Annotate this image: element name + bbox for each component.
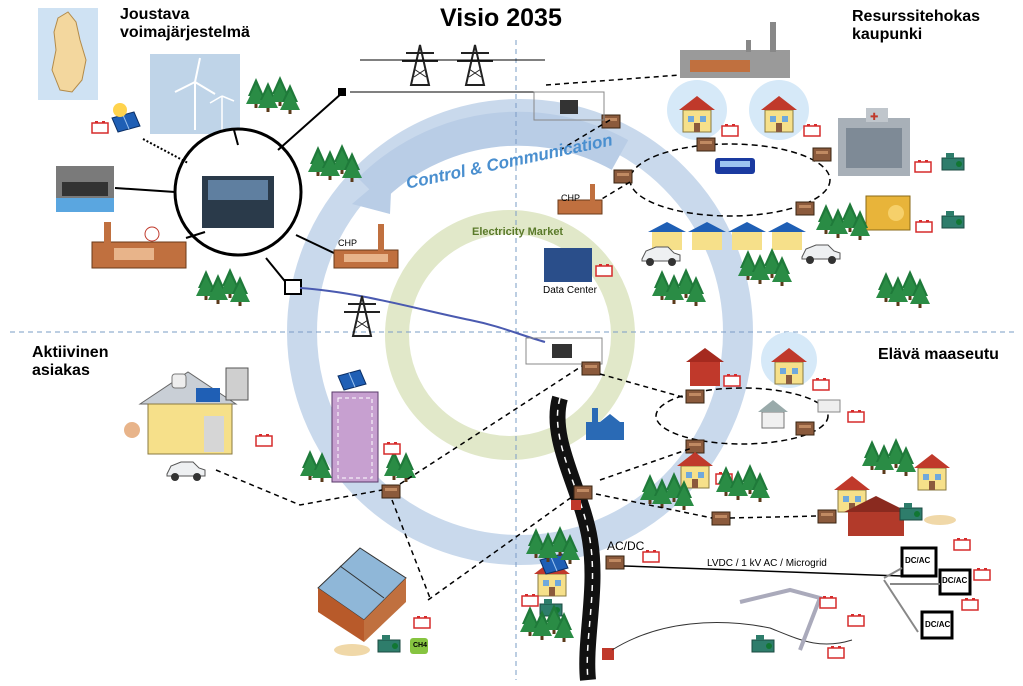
person-icon <box>124 422 140 438</box>
red-house <box>686 348 724 386</box>
electric-bus <box>715 158 755 174</box>
forest-tr-3 <box>876 270 930 308</box>
rural-network <box>655 387 829 445</box>
battery-acdc <box>642 549 660 563</box>
market-houses <box>648 222 806 250</box>
forest-tl-2 <box>196 268 250 306</box>
dcac-box-1 <box>900 546 938 578</box>
acdc-label: AC/DC <box>607 539 645 553</box>
battery-tr-1 <box>721 123 739 137</box>
finland-map <box>38 8 98 100</box>
charging-point-2 <box>602 648 614 660</box>
ch4-label: CH4 <box>413 642 428 649</box>
dcac-box-3 <box>920 610 954 640</box>
control-arrow <box>358 111 629 203</box>
dcac-box-2 <box>938 568 972 596</box>
quadrant-title-flexible-power: Joustava voimajärjestelmä <box>120 6 250 42</box>
wind-turbines <box>150 54 240 134</box>
chp-label-right: CHP <box>561 193 581 203</box>
transmission-pylons <box>350 44 545 93</box>
page-title: Visio 2035 <box>440 4 562 32</box>
battery-bl-3 <box>413 615 431 629</box>
data-center-image <box>544 248 592 282</box>
battery-tr-3 <box>914 159 932 173</box>
forest-tl-1 <box>246 76 300 114</box>
lvdc-label: LVDC / 1 kV AC / Microgrid <box>707 558 827 569</box>
substation-center <box>525 337 603 365</box>
power-plant-tl <box>91 222 187 269</box>
generator-bl <box>377 634 401 653</box>
battery-dc <box>595 263 613 277</box>
forest-tr-4 <box>816 202 870 240</box>
grid-node-box <box>284 279 302 295</box>
chp-plant-right <box>557 184 603 215</box>
forest-tr-2 <box>652 268 706 306</box>
control-arrowhead <box>352 170 392 214</box>
smart-meter <box>225 367 249 401</box>
lvdc-line <box>623 565 903 577</box>
chp-plant-left <box>333 224 399 269</box>
generator-tr-1 <box>941 152 965 171</box>
factory-tr <box>680 22 790 78</box>
pylon-mid-1 <box>343 295 381 337</box>
forest-br-3 <box>862 438 916 476</box>
battery-br-3 <box>847 409 865 423</box>
battery-tl-1 <box>91 120 109 134</box>
quadrant-title-resource-city: Resurssitehokas kaupunki <box>852 8 981 44</box>
battery-tr-4 <box>915 219 933 233</box>
battery-tr-2 <box>803 123 821 137</box>
svg-text:✚: ✚ <box>870 112 878 123</box>
market-ring <box>385 210 635 460</box>
biomass-pile <box>334 644 370 656</box>
forest-tl-3 <box>308 144 362 182</box>
dcac-label-3: DC/AC <box>925 620 951 629</box>
battery-br-2 <box>812 377 830 391</box>
hospital-building: ✚ <box>838 108 910 176</box>
electricity-market-label: Electricity Market <box>472 226 564 238</box>
wifi-device <box>171 373 187 389</box>
customer-house <box>138 371 238 455</box>
substation-top <box>533 91 605 121</box>
barn <box>844 496 908 536</box>
sun-icon <box>113 103 127 117</box>
church <box>758 400 788 429</box>
apartment-building <box>331 369 379 483</box>
factory-blue <box>586 408 624 440</box>
ch4-tank <box>410 638 428 654</box>
battery-bl-2 <box>383 441 401 455</box>
greenhouse-building <box>317 547 407 642</box>
quadrant-title-active-customer: Aktiivinen asiakas <box>32 344 109 380</box>
battery-bl-1 <box>255 433 273 447</box>
power-line <box>299 287 546 343</box>
chp-label-left: CHP <box>338 238 358 248</box>
dcac-label-2: DC/AC <box>942 576 968 585</box>
dcac-label-1: DC/AC <box>905 556 931 565</box>
bank-icon <box>865 195 911 231</box>
electric-car-bl <box>166 461 206 482</box>
quadrant-title-rural: Elävä maaseutu <box>878 346 999 363</box>
forest-br-2 <box>716 464 770 502</box>
data-center-label: Data Center <box>543 285 597 296</box>
charging-point-1 <box>571 500 581 510</box>
clinic <box>817 399 841 413</box>
generator-tr-2 <box>941 210 965 229</box>
battery-br-1 <box>723 373 741 387</box>
hydro-plant <box>56 166 114 212</box>
